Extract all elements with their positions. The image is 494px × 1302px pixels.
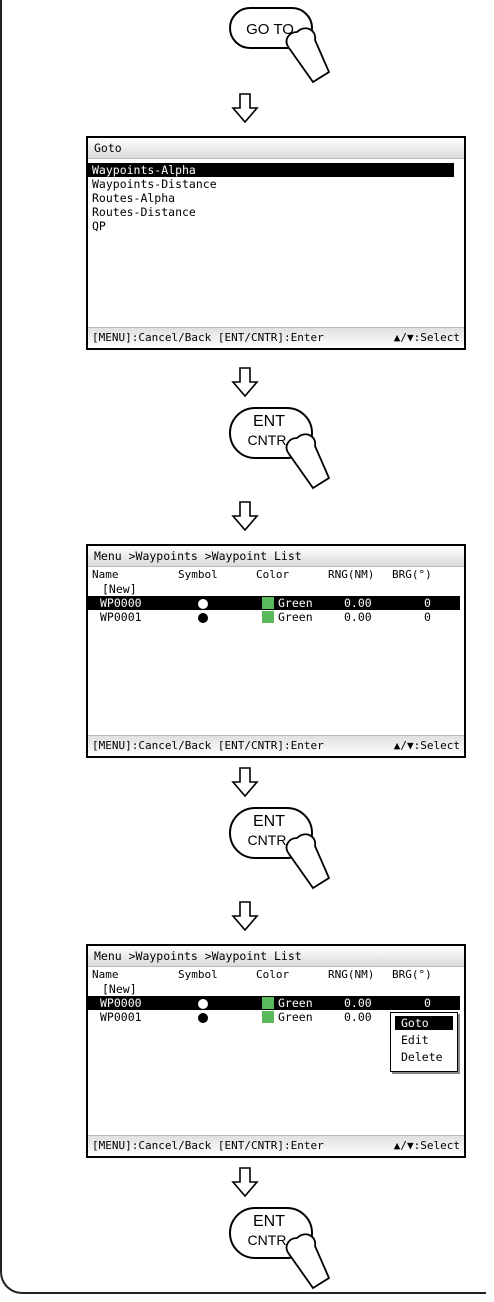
- waypoint-name: WP0000: [100, 996, 142, 1010]
- down-arrow-icon: [231, 1167, 259, 1198]
- screen-title: Menu >Waypoints >Waypoint List: [88, 946, 464, 967]
- screen-footer: [MENU]:Cancel/Back [ENT/CNTR]:Enter ▲/▼:…: [88, 735, 464, 756]
- menu-item-routes-alpha[interactable]: Routes-Alpha: [92, 191, 176, 205]
- screen-title: Goto: [88, 138, 464, 159]
- waypoint-rng: 0.00: [344, 1010, 372, 1024]
- waypoint-symbol-icon: [198, 598, 208, 612]
- color-label: Green: [278, 596, 313, 610]
- screen-footer: [MENU]:Cancel/Back [ENT/CNTR]:Enter ▲/▼:…: [88, 327, 464, 348]
- footer-left-hint: [MENU]:Cancel/Back [ENT/CNTR]:Enter: [92, 331, 324, 344]
- down-arrow-icon: [231, 767, 259, 798]
- waypoint-brg: 0: [424, 610, 431, 624]
- table-row[interactable]: WP0000 Green 0.00 0: [88, 996, 460, 1010]
- waypoint-rng: 0.00: [344, 596, 372, 610]
- new-entry-label: [New]: [102, 582, 137, 596]
- waypoint-color: Green: [262, 610, 313, 624]
- waypoint-rng: 0.00: [344, 610, 372, 624]
- new-entry-label: [New]: [102, 982, 137, 996]
- waypoint-name: WP0000: [100, 596, 142, 610]
- waypoint-action-popup: Goto Edit Delete: [390, 1012, 458, 1072]
- ent-key-label: ENT: [253, 1213, 285, 1230]
- color-label: Green: [278, 1010, 313, 1024]
- cntr-key-label: CNTR: [247, 1232, 287, 1248]
- list-item-new[interactable]: [New]: [88, 982, 460, 996]
- ent-key-button[interactable]: ENT CNTR: [225, 1202, 335, 1292]
- table-row[interactable]: WP0000 Green 0.00 0: [88, 596, 460, 610]
- list-item-new[interactable]: [New]: [88, 582, 460, 596]
- popup-item-goto[interactable]: Goto: [395, 1016, 453, 1030]
- menu-item-qp[interactable]: QP: [92, 219, 106, 233]
- ent-key-button[interactable]: ENT CNTR: [225, 802, 335, 892]
- goto-key-button[interactable]: GO TO: [225, 2, 335, 92]
- menu-item-routes-distance[interactable]: Routes-Distance: [92, 205, 196, 219]
- down-arrow-icon: [231, 367, 259, 398]
- down-arrow-icon: [231, 901, 259, 932]
- table-row[interactable]: WP0001 Green 0.00: [88, 1010, 460, 1024]
- color-label: Green: [278, 996, 313, 1010]
- ent-key-label: ENT: [253, 413, 285, 430]
- footer-right-hint: ▲/▼:Select: [393, 1139, 460, 1152]
- page-frame: [0, 0, 486, 1294]
- waypoint-brg: 0: [424, 596, 431, 610]
- col-color: Color: [256, 968, 290, 981]
- screen-footer: [MENU]:Cancel/Back [ENT/CNTR]:Enter ▲/▼:…: [88, 1135, 464, 1156]
- col-color: Color: [256, 568, 290, 581]
- color-swatch: [262, 997, 274, 1009]
- col-brg: BRG(°): [392, 968, 432, 981]
- footer-right-hint: ▲/▼:Select: [393, 739, 460, 752]
- col-name: Name: [92, 568, 119, 581]
- menu-item-waypoints-distance[interactable]: Waypoints-Distance: [92, 177, 217, 191]
- down-arrow-icon: [231, 501, 259, 532]
- waypoint-brg: 0: [424, 996, 431, 1010]
- waypoint-list-screen: Menu >Waypoints >Waypoint List Name Symb…: [86, 544, 466, 758]
- waypoint-list-popup-screen: Menu >Waypoints >Waypoint List Name Symb…: [86, 944, 466, 1158]
- waypoint-rng: 0.00: [344, 996, 372, 1010]
- goto-menu-screen: Goto Waypoints-Alpha Waypoints-Distance …: [86, 136, 466, 350]
- waypoint-name: WP0001: [100, 1010, 142, 1024]
- color-swatch: [262, 597, 274, 609]
- col-name: Name: [92, 968, 119, 981]
- pressing-finger-icon: [229, 1207, 331, 1290]
- goto-key-label: GO TO: [246, 21, 294, 38]
- color-label: Green: [278, 610, 313, 624]
- waypoint-name: WP0001: [100, 610, 142, 624]
- waypoint-symbol-icon: [198, 998, 208, 1012]
- down-arrow-icon: [231, 93, 259, 124]
- footer-left-hint: [MENU]:Cancel/Back [ENT/CNTR]:Enter: [92, 739, 324, 752]
- waypoint-symbol-icon: [198, 1012, 208, 1026]
- waypoint-color: Green: [262, 596, 313, 610]
- pressing-finger-icon: [229, 407, 331, 490]
- ent-key-button[interactable]: ENT CNTR: [225, 402, 335, 492]
- footer-right-hint: ▲/▼:Select: [393, 331, 460, 344]
- pressing-finger-icon: [229, 7, 331, 84]
- waypoint-symbol-icon: [198, 612, 208, 626]
- goto-menu-list: Waypoints-Alpha Waypoints-Distance Route…: [88, 159, 464, 233]
- color-swatch: [262, 611, 274, 623]
- col-brg: BRG(°): [392, 568, 432, 581]
- footer-left-hint: [MENU]:Cancel/Back [ENT/CNTR]:Enter: [92, 1139, 324, 1152]
- waypoint-color: Green: [262, 1010, 313, 1024]
- table-header: Name Symbol Color RNG(NM) BRG(°): [88, 968, 464, 982]
- popup-item-delete[interactable]: Delete: [401, 1050, 443, 1064]
- screen-title: Menu >Waypoints >Waypoint List: [88, 546, 464, 567]
- col-symbol: Symbol: [178, 568, 218, 581]
- col-rng: RNG(NM): [328, 568, 375, 581]
- popup-item-edit[interactable]: Edit: [401, 1033, 429, 1047]
- table-header: Name Symbol Color RNG(NM) BRG(°): [88, 568, 464, 582]
- table-row[interactable]: WP0001 Green 0.00 0: [88, 610, 460, 624]
- cntr-key-label: CNTR: [247, 832, 287, 848]
- ent-key-label: ENT: [253, 813, 285, 830]
- waypoint-color: Green: [262, 996, 313, 1010]
- pressing-finger-icon: [229, 807, 331, 890]
- col-rng: RNG(NM): [328, 968, 375, 981]
- color-swatch: [262, 1011, 274, 1023]
- menu-item-waypoints-alpha[interactable]: Waypoints-Alpha: [88, 163, 454, 177]
- cntr-key-label: CNTR: [247, 432, 287, 448]
- col-symbol: Symbol: [178, 968, 218, 981]
